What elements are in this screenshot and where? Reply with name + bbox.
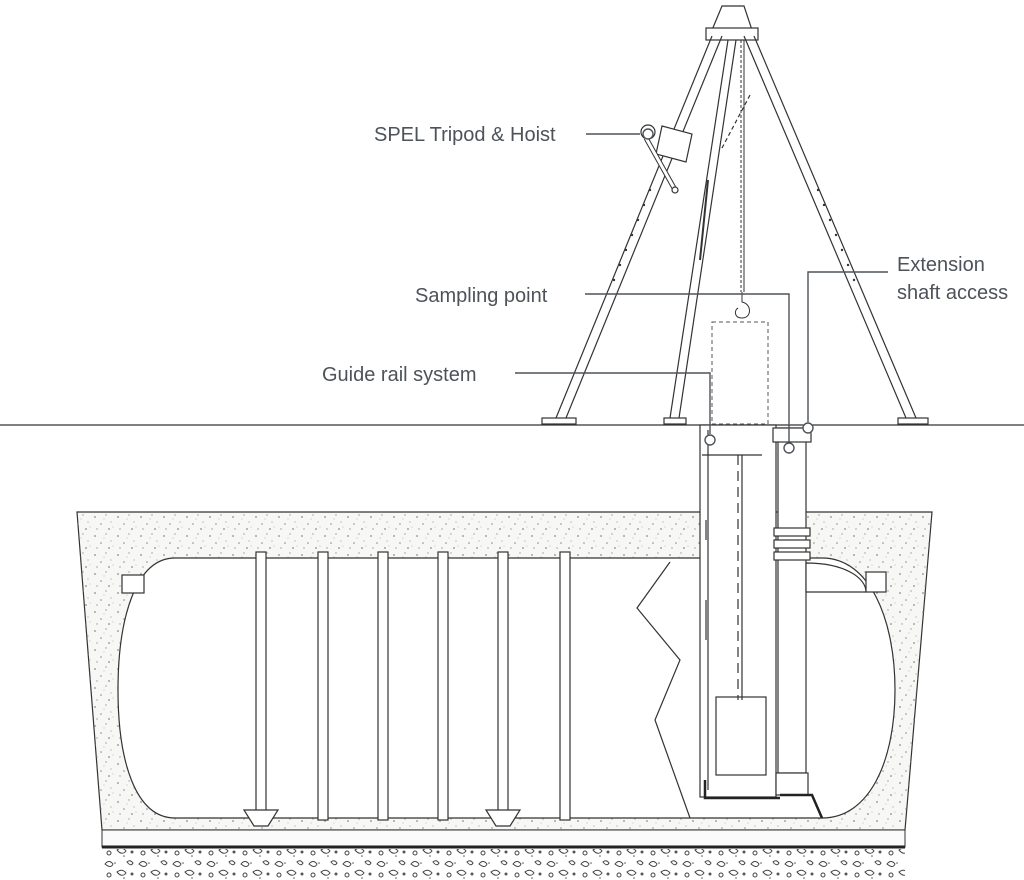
hoist-cable (734, 40, 750, 319)
access-shaft (699, 424, 780, 800)
base-slab (101, 829, 906, 849)
label-tripod-hoist: SPEL Tripod & Hoist (374, 124, 556, 146)
gravel-bed (102, 849, 905, 880)
extension-shaft (772, 427, 867, 819)
label-leaders (515, 128, 888, 454)
label-guide-rail-system: Guide rail system (322, 364, 477, 386)
label-extension-line-1: Extension (897, 254, 985, 276)
label-extension-line-2: shaft access (897, 282, 1009, 304)
pump-lifting-outline (711, 321, 769, 425)
label-extension-shaft-access: Extension shaft access (897, 251, 1008, 307)
tank-partition (636, 561, 691, 819)
anchor-straps (242, 551, 571, 827)
tripod-leg-holes (612, 188, 856, 282)
tripod (541, 5, 929, 425)
label-sampling-point: Sampling point (415, 285, 548, 307)
